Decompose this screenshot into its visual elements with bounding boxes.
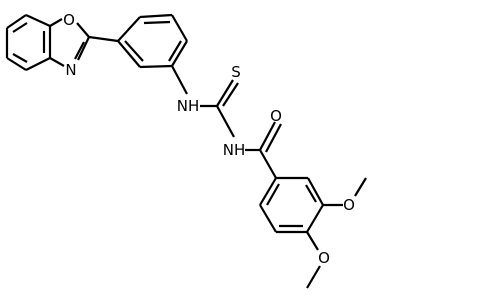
- bond: [74, 41, 85, 60]
- bond: [124, 40, 144, 62]
- methoxy-o-meta-label: O: [343, 196, 355, 214]
- bond: [6, 57, 27, 71]
- bond: [266, 183, 280, 206]
- bond: [139, 13, 173, 19]
- bond: [171, 65, 188, 95]
- bond: [259, 149, 277, 179]
- bond: [259, 204, 277, 233]
- bond: [307, 177, 324, 206]
- amide-nh-label: NH: [223, 141, 246, 159]
- bond: [306, 231, 319, 251]
- bond: [168, 40, 182, 62]
- oxazole-o-label: O: [63, 11, 75, 29]
- bond: [306, 204, 324, 233]
- methoxy-o-para-label: O: [318, 249, 330, 267]
- bond: [12, 22, 28, 33]
- bonds: [5, 13, 367, 289]
- bond: [25, 57, 51, 71]
- bond: [143, 20, 171, 25]
- bond: [77, 36, 90, 61]
- bond: [25, 14, 51, 27]
- bond: [117, 40, 141, 68]
- thioamide-nh-label: NH: [177, 97, 200, 115]
- bond: [265, 123, 282, 153]
- bond: [88, 35, 119, 43]
- bond: [49, 57, 65, 67]
- bond: [306, 265, 321, 289]
- bond: [305, 184, 317, 203]
- bond: [76, 22, 90, 38]
- bond: [171, 40, 188, 67]
- thiocarbonyl-s-label: S: [231, 63, 241, 81]
- bond: [117, 16, 141, 42]
- bond: [171, 14, 188, 42]
- bond: [6, 14, 27, 29]
- bond: [139, 64, 173, 69]
- bond: [216, 79, 234, 107]
- carbonyl-o-label: O: [270, 107, 282, 125]
- bond: [49, 18, 63, 27]
- bond: [259, 121, 276, 151]
- bond: [12, 53, 28, 63]
- oxazole-n-label: N: [65, 61, 76, 79]
- bond: [222, 82, 239, 107]
- bond: [354, 177, 367, 197]
- atom-labels: O N NH S NH O O O: [63, 11, 355, 267]
- bond: [216, 105, 235, 138]
- bond: [259, 177, 277, 206]
